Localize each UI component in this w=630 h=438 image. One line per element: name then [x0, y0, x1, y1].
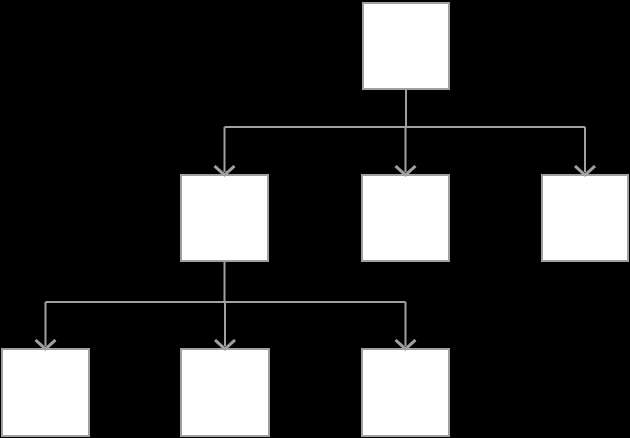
connector-tree-root — [223, 90, 586, 172]
diagram-node-grandchild-1 — [1, 348, 90, 437]
connector-tree-child-1 — [44, 262, 407, 346]
diagram-node-child-1 — [180, 174, 269, 262]
diagram-node-child-3 — [541, 174, 629, 262]
diagram-node-grandchild-3 — [361, 348, 450, 437]
diagram-node-root — [362, 2, 450, 90]
diagram-node-grandchild-2 — [180, 348, 270, 437]
diagram-node-child-2 — [361, 174, 450, 262]
